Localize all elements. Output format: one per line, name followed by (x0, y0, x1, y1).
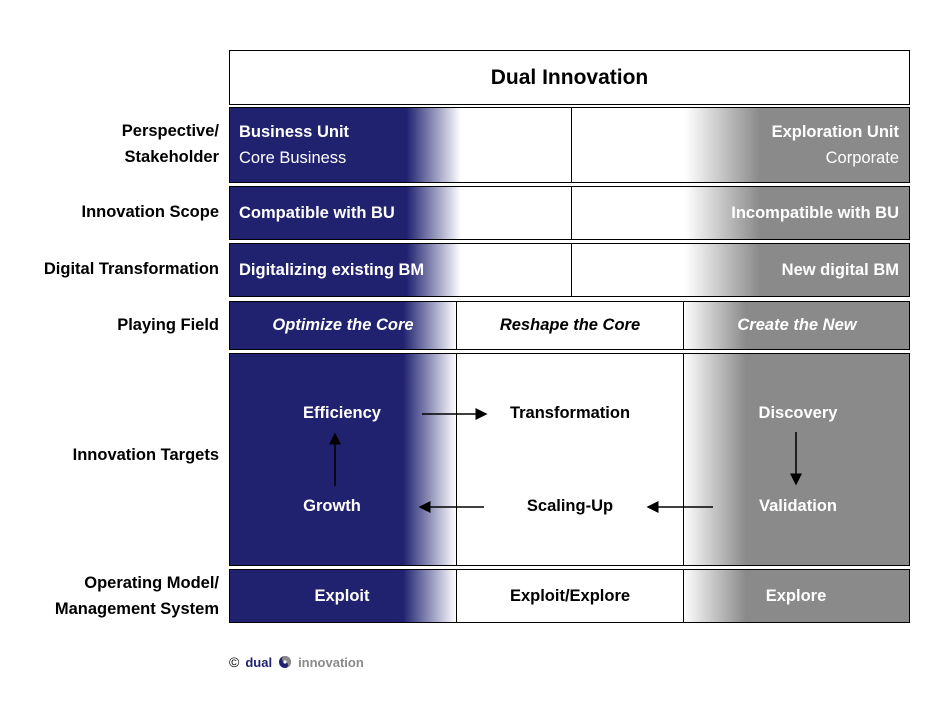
new-digital-bm-label: New digital BM (781, 261, 899, 279)
corporate-label: Corporate (825, 149, 899, 167)
scaling-up-label: Scaling-Up (526, 497, 614, 515)
row-label-scope: Innovation Scope (81, 203, 219, 221)
row-playing-field: Optimize the Core Reshape the Core Creat… (229, 301, 910, 350)
exploit-label: Exploit (314, 587, 370, 605)
divider (456, 354, 457, 565)
explore-label: Explore (765, 587, 827, 605)
compatible-label: Compatible with BU (239, 204, 395, 222)
transformation-label: Transformation (509, 404, 631, 422)
row-digital: Digitalizing existing BM New digital BM (229, 243, 910, 297)
divider (456, 570, 457, 622)
validation-label: Validation (759, 497, 837, 515)
efficiency-label: Efficiency (303, 404, 381, 422)
row-label-playing-field: Playing Field (117, 316, 219, 334)
row-label-digital: Digital Transformation (43, 260, 219, 278)
logo-word-dual: dual (245, 654, 273, 670)
row-scope: Compatible with BU Incompatible with BU (229, 186, 910, 240)
exploration-unit-label: Exploration Unit (771, 123, 899, 141)
logo-word-innovation: innovation (298, 654, 364, 670)
row-label-operating-line1: Operating Model/ (84, 574, 219, 592)
row-perspective: Business Unit Core Business Exploration … (229, 107, 910, 183)
row-operating: Exploit Exploit/Explore Explore (229, 569, 910, 623)
row-label-perspective-line1: Perspective/ (121, 122, 219, 140)
row-label-targets: Innovation Targets (72, 446, 219, 464)
copyright-symbol: © (229, 654, 240, 670)
row-label-perspective-line2: Stakeholder (124, 148, 219, 166)
divider (683, 302, 684, 349)
divider (683, 354, 684, 565)
logo-swirl-icon (279, 656, 292, 668)
row-label-perspective: Perspective/ Stakeholder (122, 120, 219, 170)
row-targets: Efficiency Growth Transformation Scaling… (229, 353, 910, 566)
diagram-title: Dual Innovation (229, 50, 910, 105)
business-unit-label: Business Unit (239, 123, 350, 141)
divider (571, 187, 572, 239)
row-label-operating: Operating Model/ Management System (55, 572, 219, 622)
divider (683, 570, 684, 622)
row-label-operating-line2: Management System (54, 600, 219, 618)
reshape-core-label: Reshape the Core (499, 316, 641, 334)
divider (571, 244, 572, 296)
divider (456, 302, 457, 349)
incompatible-label: Incompatible with BU (731, 204, 899, 222)
copyright-footer: © dual innovation (229, 654, 364, 670)
growth-label: Growth (303, 497, 361, 515)
discovery-label: Discovery (758, 404, 838, 422)
exploit-explore-label: Exploit/Explore (509, 587, 631, 605)
divider (571, 108, 572, 182)
create-new-label: Create the New (737, 316, 857, 334)
optimize-core-label: Optimize the Core (272, 316, 414, 334)
digitalizing-label: Digitalizing existing BM (239, 261, 425, 279)
flow-arrows (329, 408, 802, 513)
core-business-label: Core Business (239, 149, 347, 167)
